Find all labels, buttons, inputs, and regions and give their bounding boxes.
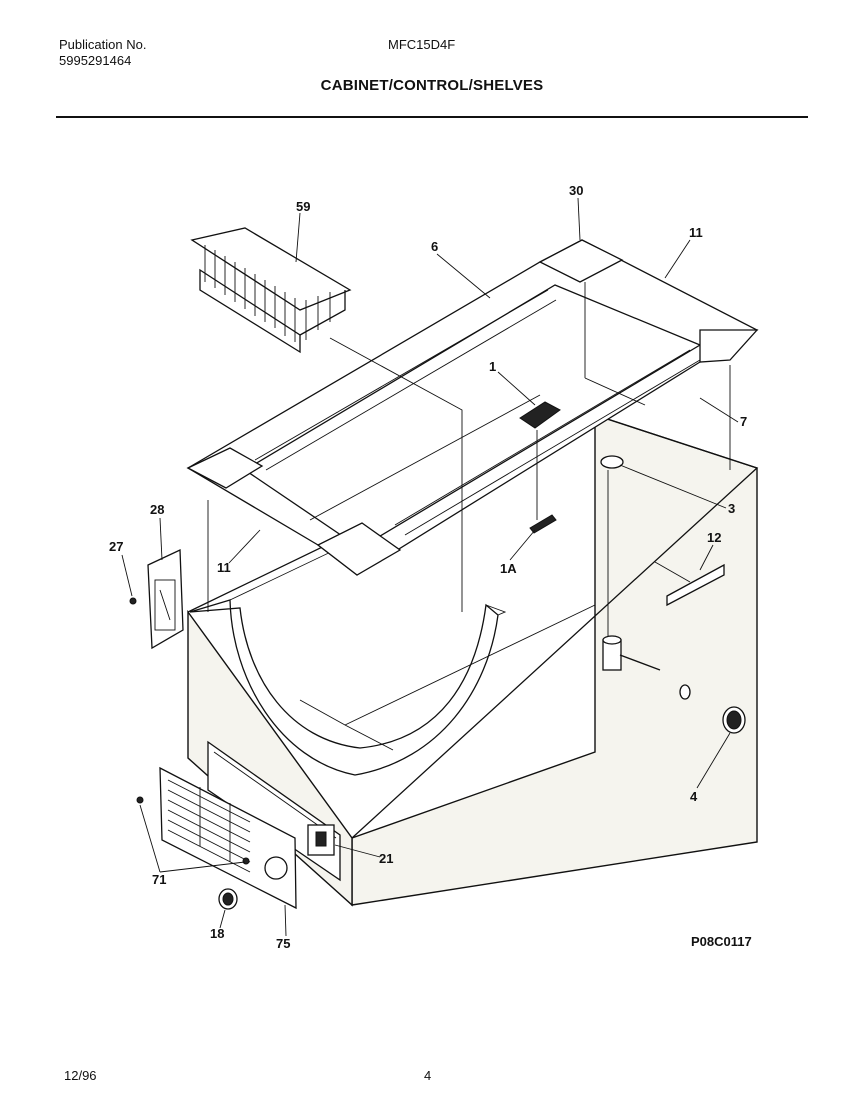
relay-overload xyxy=(307,824,335,856)
callout-59: 59 xyxy=(296,199,310,214)
leader-lines xyxy=(121,197,739,937)
hinge-assembly xyxy=(129,548,184,650)
publication-label: Publication No. xyxy=(59,37,147,52)
callout-3: 3 xyxy=(728,501,735,516)
callout-labels: 59 6 30 11 1 7 3 28 27 11 1A 12 4 21 71 … xyxy=(109,183,747,951)
callout-11-left: 11 xyxy=(217,560,231,575)
callout-28: 28 xyxy=(150,502,164,517)
wire-basket xyxy=(190,227,352,354)
callout-6: 6 xyxy=(431,239,438,254)
lid-frame xyxy=(186,239,759,576)
revision-date: 12/96 xyxy=(64,1068,97,1083)
page-number: 4 xyxy=(424,1068,432,1083)
drain-assembly xyxy=(600,455,746,734)
drawing-code: P08C0117 xyxy=(691,934,752,949)
callout-75: 75 xyxy=(276,936,290,951)
temperature-control xyxy=(519,401,561,534)
model-number: MFC15D4F xyxy=(388,37,456,52)
callout-21: 21 xyxy=(379,851,393,866)
callout-7: 7 xyxy=(740,414,747,429)
callout-4: 4 xyxy=(690,789,698,804)
publication-number: 5995291464 xyxy=(59,53,132,68)
callout-12: 12 xyxy=(707,530,721,545)
callout-1: 1 xyxy=(489,359,496,374)
callout-27: 27 xyxy=(109,539,123,554)
page-title: CABINET/CONTROL/SHELVES xyxy=(320,77,544,94)
callout-71: 71 xyxy=(152,872,166,887)
callout-30: 30 xyxy=(569,183,583,198)
callout-18: 18 xyxy=(210,926,224,941)
callout-1a: 1A xyxy=(500,561,517,576)
header-divider xyxy=(56,116,808,118)
callout-11-top: 11 xyxy=(689,225,703,240)
kickplate-grille xyxy=(136,766,297,910)
label-plate xyxy=(666,563,725,607)
